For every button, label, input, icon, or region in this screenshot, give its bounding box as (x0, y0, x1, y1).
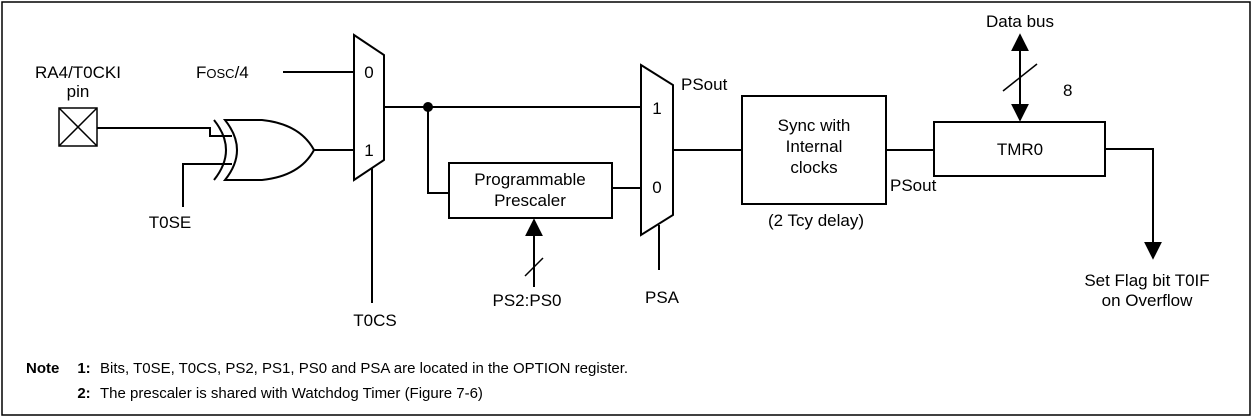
t0se-label: T0SE (149, 213, 192, 232)
mux1 (353, 33, 385, 182)
note-1-text: Bits, T0SE, T0CS, PS2, PS1, PS0 and PSA … (100, 360, 628, 377)
note-2-text: The prescaler is shared with Watchdog Ti… (100, 385, 483, 402)
sync-label-line1: Sync with (778, 116, 851, 135)
sync-label-line2: Internal (786, 137, 843, 156)
mux2-input1-label: 1 (652, 99, 661, 118)
databus-label: Data bus (986, 12, 1054, 31)
prescaler-label-line1: Programmable (474, 170, 586, 189)
databus-width-label: 8 (1063, 81, 1072, 100)
fosc-label: FOSC/4 (196, 63, 249, 82)
mux2-input0-label: 0 (652, 178, 661, 197)
tmr0-label: TMR0 (997, 140, 1043, 159)
databus-slash (1002, 63, 1038, 92)
prescaler-label-line2: Prescaler (494, 191, 566, 210)
overflow-wire (1105, 148, 1162, 260)
bypass-to-prescaler-wire (427, 107, 449, 194)
sync-block (741, 95, 887, 205)
notes: Note 1: Bits, T0SE, T0CS, PS2, PS1, PS0 … (26, 360, 628, 402)
tmr0-block (933, 121, 1106, 177)
note-1-number: 1: (77, 360, 90, 377)
pin-to-xor-wire (97, 127, 232, 137)
psa-label: PSA (645, 288, 680, 307)
ps-bus-slash (524, 257, 544, 277)
psout-top-label: PSout (681, 75, 728, 94)
note-2-number: 2: (77, 385, 90, 402)
sync-label-line3: clocks (790, 158, 837, 177)
mux2 (640, 63, 674, 237)
pin-label-line2: pin (67, 82, 90, 101)
sync-delay-label: (2 Tcy delay) (768, 211, 864, 230)
mux1-input0-label: 0 (364, 63, 373, 82)
pin-icon (58, 107, 98, 147)
psout-bottom-label: PSout (890, 176, 937, 195)
flag-label-line2: on Overflow (1102, 291, 1193, 310)
note-keyword: Note (26, 360, 59, 377)
mux1-input1-label: 1 (364, 141, 373, 160)
xor-gate-icon (213, 119, 316, 181)
t0se-wire (182, 163, 232, 207)
prescaler-block (448, 162, 613, 219)
flag-label-line1: Set Flag bit T0IF (1084, 271, 1209, 290)
t0cs-label: T0CS (353, 311, 396, 330)
ps-label: PS2:PS0 (493, 291, 562, 310)
pin-label-line1: RA4/T0CKI (35, 63, 121, 82)
